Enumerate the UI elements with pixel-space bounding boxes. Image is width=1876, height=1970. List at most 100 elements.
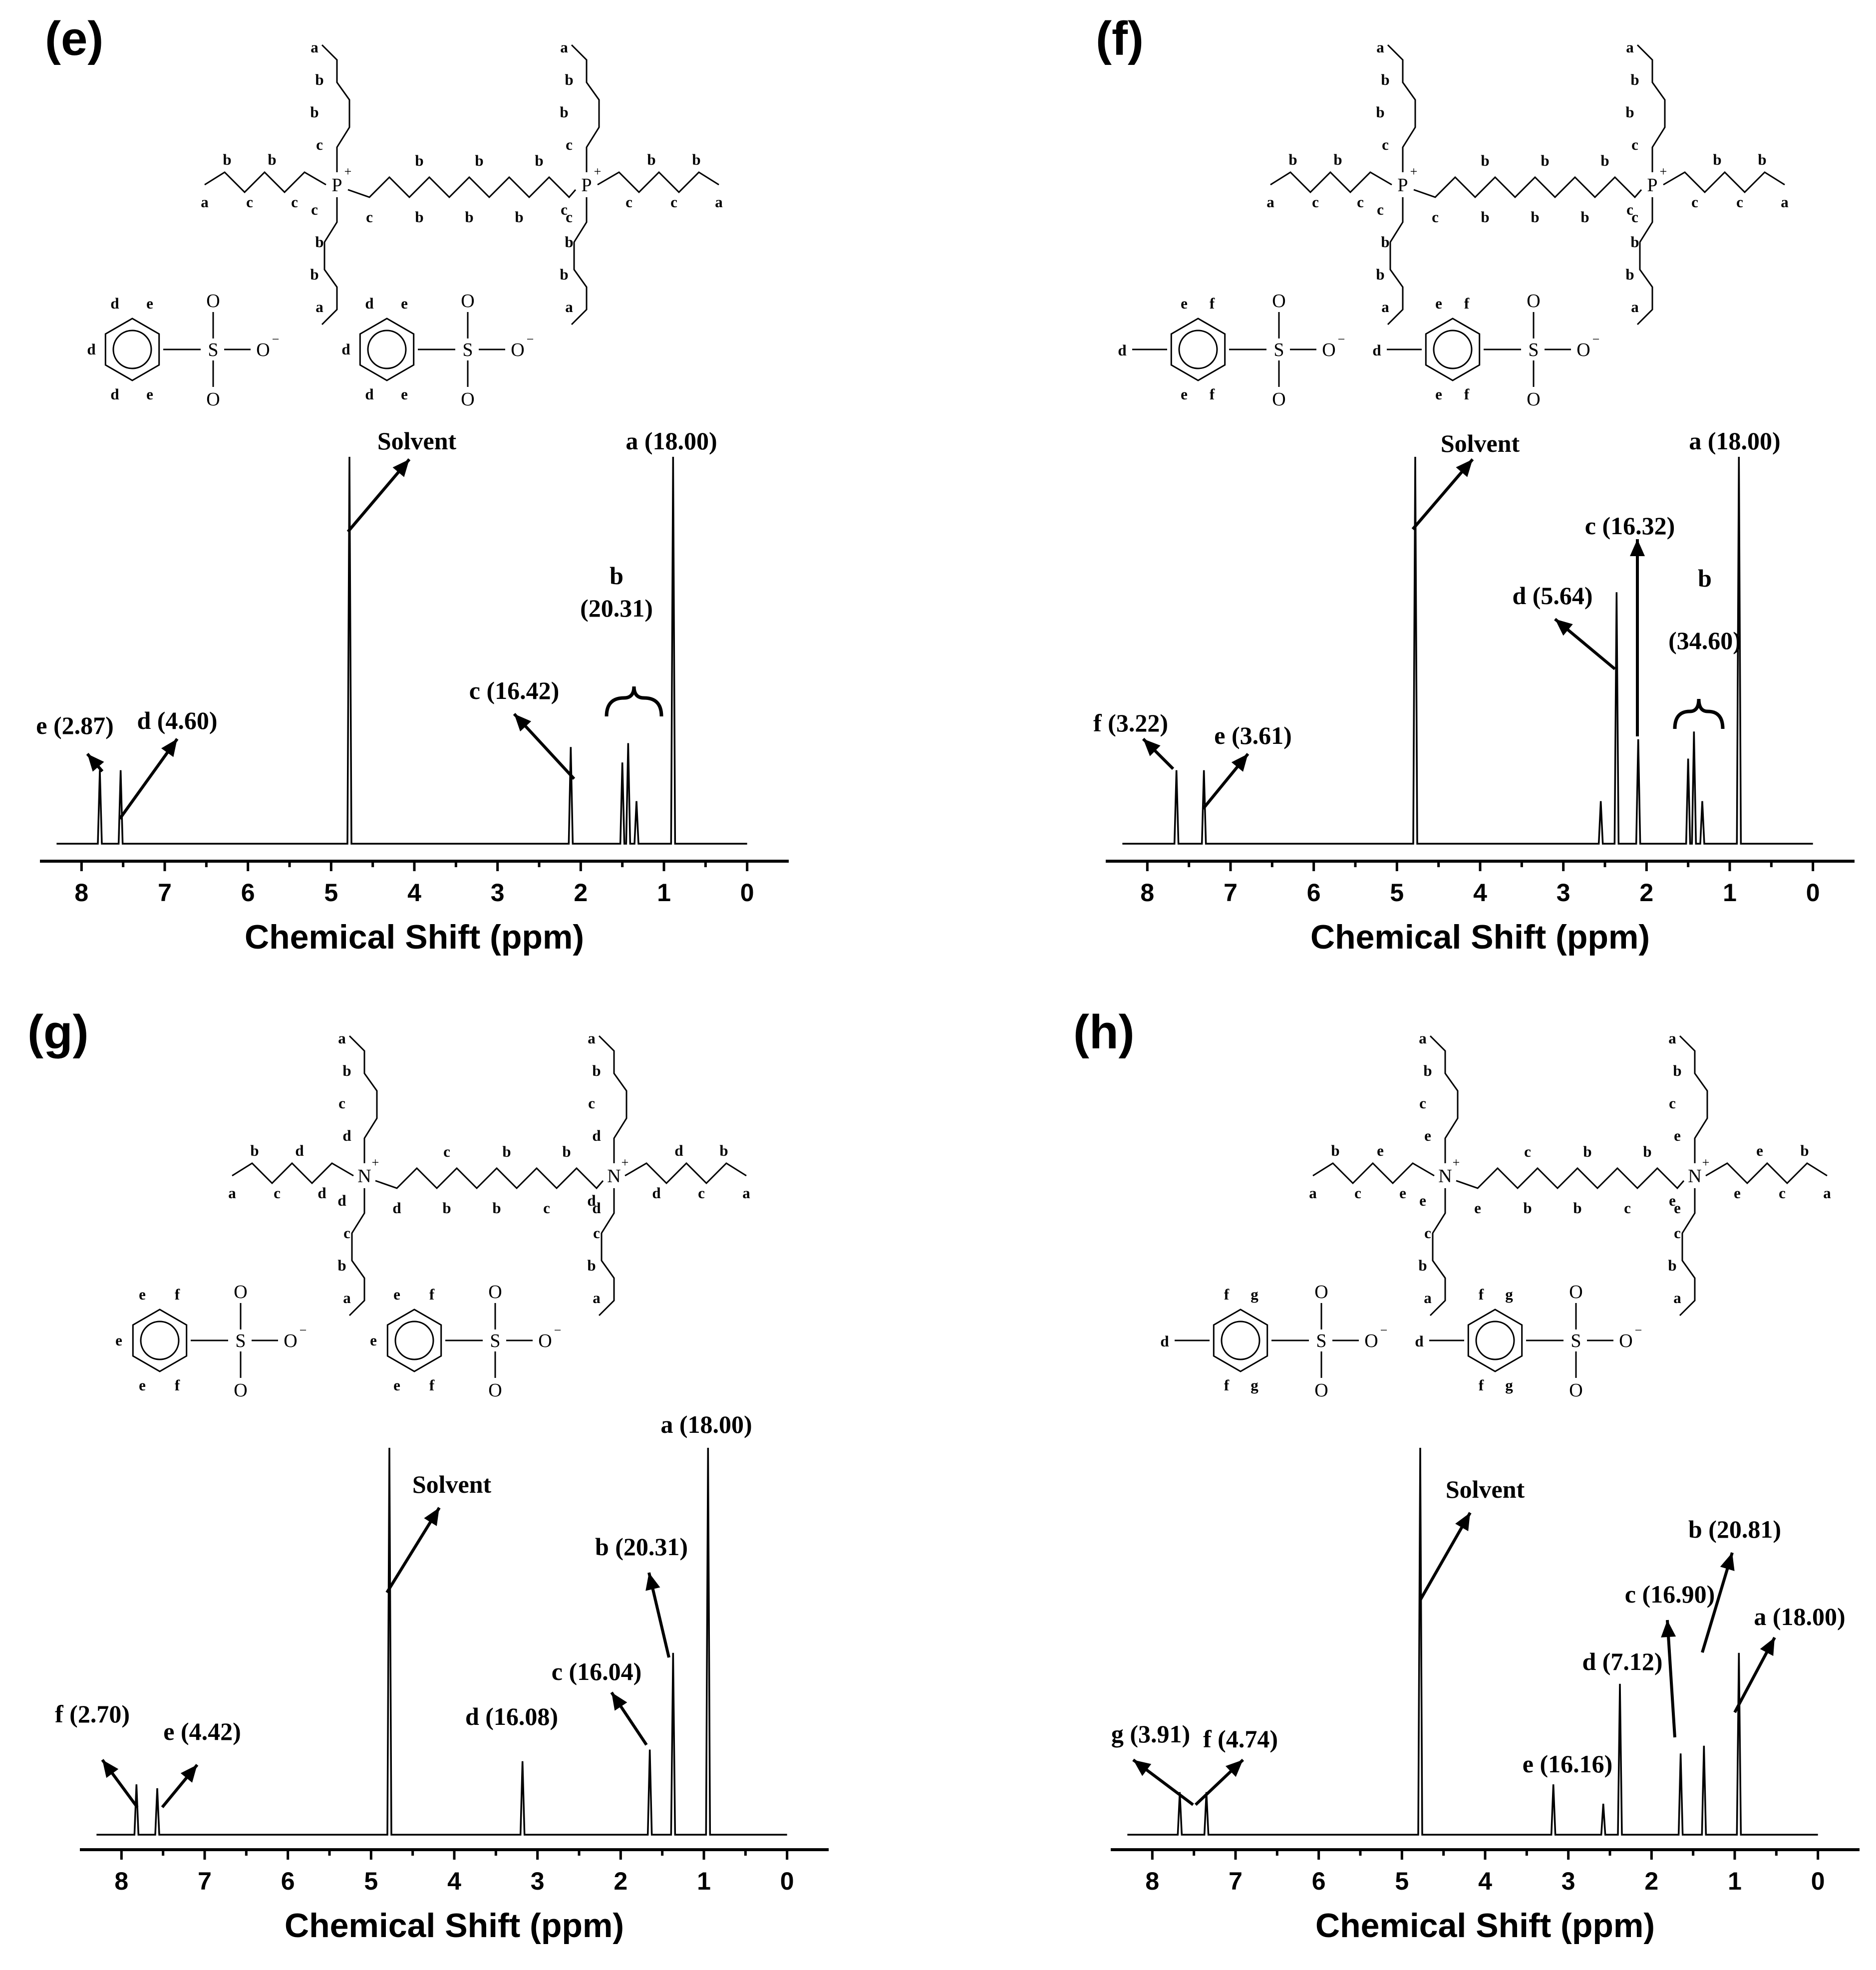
proton-label: a (715, 193, 723, 211)
proton-label: c (311, 201, 318, 218)
alkyl-arm-side (1705, 1162, 1828, 1185)
proton-label: e (1669, 1192, 1676, 1209)
annotation-arrow (101, 1759, 139, 1808)
proton-label: a (1424, 1289, 1432, 1307)
peak-annotation: Solvent (412, 1470, 492, 1498)
arrowhead (392, 459, 409, 477)
sulfur-atom: S (235, 1330, 246, 1351)
annotation-arrow (1411, 458, 1474, 530)
proton-label: d (592, 1127, 601, 1144)
oxygen-atom: O (1314, 1380, 1328, 1401)
oxygen-atom: O (488, 1380, 502, 1401)
proton-label: e (401, 295, 408, 312)
proton-label: b (1643, 1143, 1651, 1160)
proton-label: b (692, 151, 700, 168)
proton-label: d (110, 295, 119, 312)
cation-charge: + (1410, 164, 1418, 179)
sulfur-atom: S (1570, 1330, 1581, 1351)
cation-charge: + (622, 1155, 629, 1170)
peak-annotation: c (16.42) (469, 676, 560, 704)
proton-label: b (342, 1062, 351, 1079)
proton-label: a (560, 38, 568, 56)
proton-label: e (1181, 295, 1188, 312)
proton-label: b (415, 152, 423, 169)
proton-label: c (1736, 193, 1743, 211)
proton-label: d (392, 1199, 401, 1217)
annotation-arrow (1419, 1512, 1472, 1601)
oxygen-atom: O (461, 389, 474, 410)
proton-label: g (1505, 1286, 1513, 1303)
proton-label: d (592, 1199, 601, 1217)
proton-label: d (365, 385, 373, 403)
anion-charge: − (1635, 1323, 1642, 1337)
proton-label: a (315, 298, 323, 316)
peak-annotation: (20.31) (580, 594, 653, 622)
proton-label: b (1630, 233, 1639, 251)
benzene-ring (1170, 318, 1226, 381)
annotation-arrow (1554, 618, 1616, 670)
proton-label: c (1354, 1184, 1361, 1202)
oxygen-atom: O (1527, 389, 1540, 410)
oxygen-atom: O (234, 1380, 247, 1401)
proton-label: b (1531, 208, 1539, 226)
arrowhead (514, 714, 532, 732)
aromatic-circle (367, 329, 407, 369)
peak-annotation: Solvent (1441, 429, 1520, 457)
x-tick-label: 4 (1473, 879, 1487, 907)
proton-label: c (543, 1199, 550, 1217)
proton-label: b (719, 1142, 728, 1159)
proton-label: d (337, 1192, 346, 1209)
proton-label: d (652, 1184, 660, 1202)
proton-label: c (246, 193, 253, 211)
arrowhead (612, 1692, 627, 1711)
arrowhead (1231, 754, 1248, 772)
proton-label: c (366, 208, 373, 226)
proton-label: b (492, 1199, 501, 1217)
proton-label: b (1668, 1257, 1676, 1274)
proton-label: c (1631, 136, 1638, 153)
proton-label: a (338, 1029, 346, 1047)
proton-label: d (87, 340, 95, 358)
x-axis-title: Chemical Shift (ppm) (1315, 1907, 1655, 1945)
peak-annotation: e (3.61) (1214, 721, 1292, 749)
proton-label: b (1381, 233, 1389, 251)
proton-label: c (274, 1184, 281, 1202)
proton-label: b (535, 152, 543, 169)
x-tick-label: 8 (74, 879, 88, 907)
benzene-ring (132, 1309, 188, 1372)
alkyl-arm-down (1636, 197, 1653, 326)
proton-label: c (1669, 1094, 1676, 1112)
proton-label: c (566, 136, 573, 153)
proton-label: e (1474, 1199, 1481, 1217)
proton-label: b (1331, 1142, 1339, 1159)
proton-label: b (1541, 152, 1549, 169)
proton-label: b (268, 151, 276, 168)
aromatic-circle (140, 1320, 180, 1360)
proton-label: c (1357, 193, 1364, 211)
arrowhead (102, 1760, 119, 1778)
proton-label: a (1631, 298, 1639, 316)
proton-label: c (1432, 208, 1439, 226)
proton-label: b (442, 1199, 451, 1217)
proton-label: b (515, 208, 523, 226)
peak-annotation: f (4.74) (1203, 1725, 1278, 1753)
oxygen-atom: O (1569, 1380, 1582, 1401)
proton-label: b (1713, 151, 1721, 168)
proton-label: c (670, 193, 677, 211)
cation-center-atom: P (1647, 175, 1657, 196)
proton-label: b (1481, 208, 1489, 226)
peak-annotation: d (5.64) (1512, 582, 1592, 610)
peak-annotation: f (2.70) (55, 1700, 130, 1728)
proton-label: b (1381, 71, 1389, 88)
x-tick-label: 4 (447, 1867, 461, 1895)
arrowhead (1555, 619, 1573, 636)
peak-annotation: a (18.00) (1754, 1603, 1845, 1631)
annotation-arrow (1661, 1620, 1676, 1738)
proton-label: b (560, 266, 568, 283)
oxygen-atom: O (284, 1330, 297, 1351)
sulfur-atom: S (1273, 339, 1284, 360)
panel-label: (h) (1073, 1005, 1135, 1059)
arrowhead (1226, 1760, 1243, 1777)
